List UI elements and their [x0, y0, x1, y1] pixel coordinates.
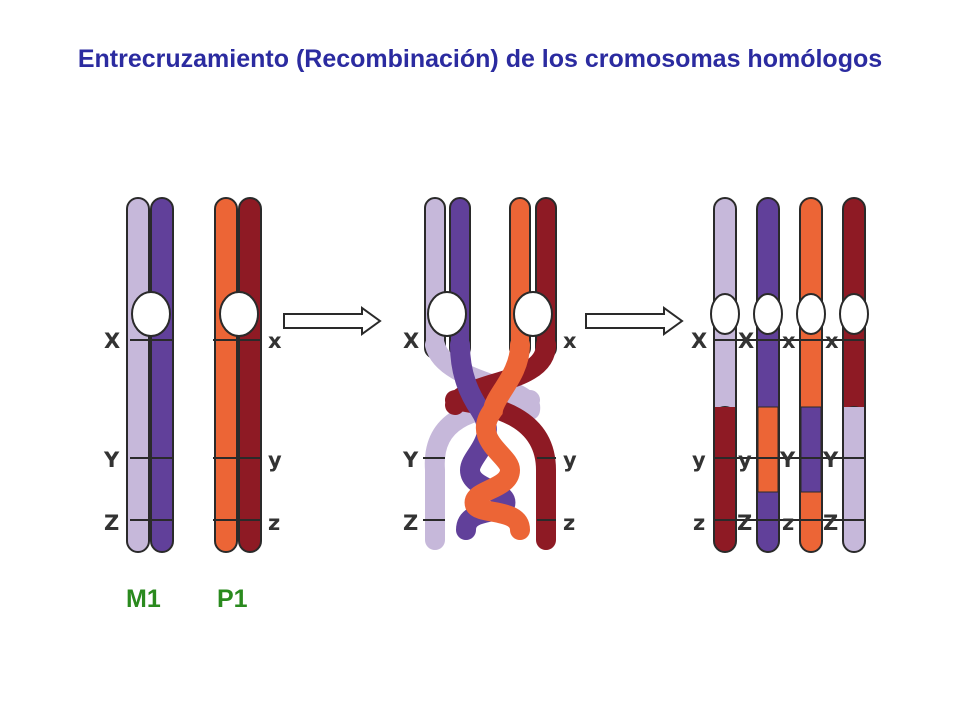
centromere — [131, 291, 171, 337]
locus-label: X — [691, 329, 707, 353]
centromere — [796, 293, 826, 335]
caption-m1: M1 — [126, 585, 161, 613]
centromere — [839, 293, 869, 335]
locus-label: X — [104, 329, 120, 353]
locus-label: Z — [737, 511, 752, 535]
locus-label: Y — [822, 448, 839, 472]
locus-label: X — [738, 329, 754, 353]
centromere — [513, 291, 553, 337]
locus-label: Z — [104, 511, 119, 535]
locus-lines — [130, 339, 262, 521]
locus-label: Z — [823, 511, 838, 535]
recombinant-chromatid — [842, 197, 866, 553]
locus-label: Z — [403, 511, 418, 535]
centromere — [753, 293, 783, 335]
locus-label: y — [692, 448, 706, 472]
locus-label: x — [825, 329, 839, 353]
arrow-right-icon — [585, 306, 684, 336]
locus-label: X — [403, 329, 419, 353]
maternal-chromosome — [126, 197, 174, 553]
strand-paternal-light — [464, 335, 530, 540]
locus-label: Y — [103, 448, 120, 472]
locus-label: y — [563, 448, 577, 472]
locus-label: z — [563, 511, 575, 535]
locus-lines — [713, 339, 865, 521]
recombinant-chromatid — [713, 197, 737, 553]
chromatid-paternal-dark — [238, 197, 262, 553]
locus-label: x — [563, 329, 577, 353]
chromatid-maternal-dark — [150, 197, 174, 553]
locus-label: z — [693, 511, 705, 535]
locus-label: z — [268, 511, 280, 535]
panel-before: X Y Z x y z M1 P1 — [103, 197, 282, 613]
locus-label: Y — [402, 448, 419, 472]
recombinant-chromatid — [756, 197, 780, 553]
locus-label: y — [738, 448, 752, 472]
panel-crossing: X Y Z x y z — [402, 197, 577, 550]
locus-label: z — [782, 511, 794, 535]
centromere — [427, 291, 467, 337]
panel-after: X y z X y Z x Y z x Y Z — [691, 197, 869, 553]
locus-lines — [423, 457, 556, 521]
caption-p1: P1 — [217, 585, 248, 613]
locus-label: y — [268, 448, 282, 472]
chromatid-maternal-light — [126, 197, 150, 553]
slide-title: Entrecruzamiento (Recombinación) de los … — [77, 45, 883, 73]
recombinant-chromatid — [799, 197, 823, 553]
locus-label: x — [782, 329, 796, 353]
paternal-chromosome — [214, 197, 262, 553]
centromere — [710, 293, 740, 335]
locus-label: x — [268, 329, 282, 353]
centromere — [219, 291, 259, 337]
chromatid-paternal-light — [214, 197, 238, 553]
locus-label: Y — [779, 448, 796, 472]
arrow-right-icon — [283, 306, 382, 336]
